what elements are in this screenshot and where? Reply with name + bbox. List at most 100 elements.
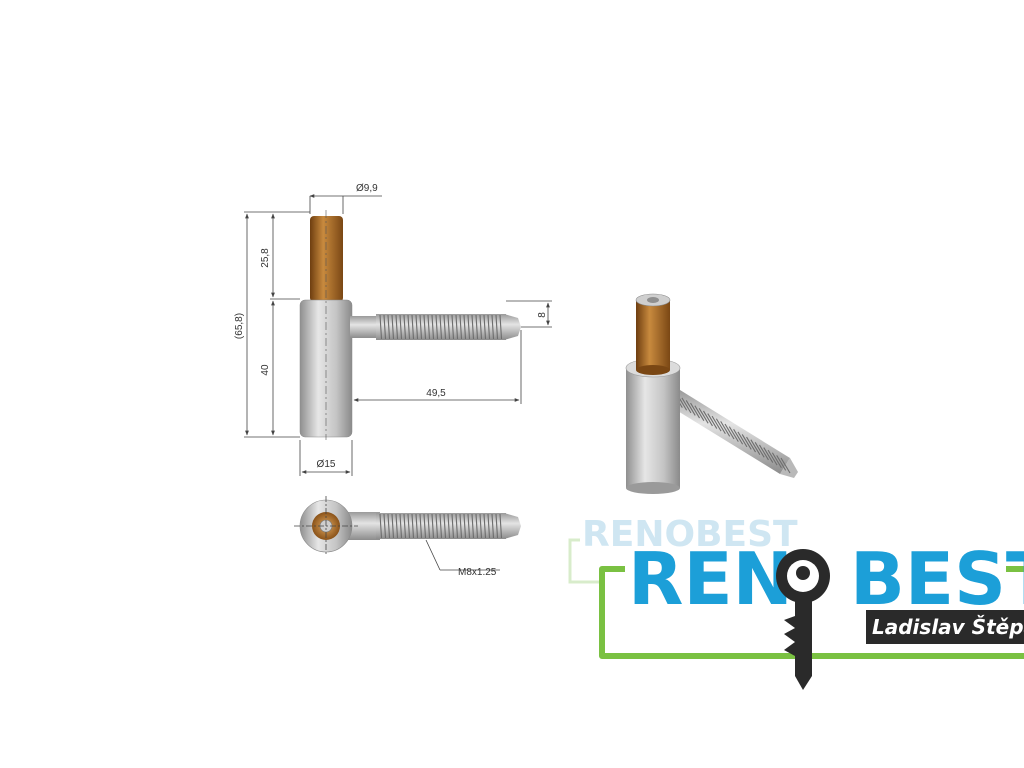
thread-stripe (407, 513, 411, 539)
thread-stripe (698, 408, 709, 424)
thread-stripe (383, 314, 387, 340)
thread-stripe (439, 314, 443, 340)
thread-stripe (487, 513, 491, 539)
thread-stripe (491, 513, 495, 539)
thread-stripe (415, 314, 419, 340)
bolt-tip (504, 314, 521, 340)
thread-stripe (419, 314, 423, 340)
thread-stripe (471, 314, 475, 340)
thread-stripe (479, 314, 483, 340)
owner-badge (866, 610, 1024, 644)
thread-stripe (399, 314, 403, 340)
thread-stripe (681, 397, 692, 414)
dim-total-length: (65,8) (234, 313, 245, 339)
thread-stripe (754, 442, 765, 458)
thread-stripe (435, 513, 439, 539)
thread-stripe (463, 314, 467, 340)
thread-stripe (495, 314, 499, 340)
thread-stripe (387, 314, 391, 340)
render-bolt-tip (780, 458, 798, 478)
thread-stripe (423, 314, 427, 340)
top-view (294, 496, 521, 556)
thread-stripe (483, 513, 487, 539)
thread-lines-3d (668, 389, 791, 474)
thread-stripe (395, 314, 399, 340)
thread-stripe (475, 513, 479, 539)
render-pin-hole (647, 297, 659, 303)
thread-stripe (459, 314, 463, 340)
thread-stripe (720, 421, 731, 437)
thread-stripe (403, 314, 407, 340)
thread-stripe (451, 513, 455, 539)
key-icon (776, 549, 830, 690)
thread-stripe (495, 513, 499, 539)
thread-stripe (463, 513, 467, 539)
ghost-wordmark: RENOBEST (582, 514, 798, 555)
thread-stripe (427, 513, 431, 539)
dim-pin-length: 25,8 (260, 248, 271, 268)
thread-stripe (451, 314, 455, 340)
thread-stripe (431, 513, 435, 539)
renobest-logo: RENOBEST REN BEST Ladislav Štěpán (568, 514, 1024, 690)
render-brass-pin (636, 300, 670, 370)
thread-stripe (407, 314, 411, 340)
thread-stripe (487, 314, 491, 340)
render-barrel (626, 368, 680, 488)
dim-barrel-diameter: Ø15 (317, 459, 336, 470)
top-bolt-tip (504, 513, 521, 539)
dim-thread-spec: M8x1.25 (458, 567, 497, 578)
thread-stripe (702, 410, 713, 427)
thread-stripe (776, 455, 787, 471)
green-frame (599, 566, 1024, 659)
thread-stripe (763, 447, 774, 463)
thread-stripe (771, 452, 782, 469)
thread-stripe (728, 426, 739, 442)
thread-stripe (767, 449, 778, 466)
thread-stripe (439, 513, 443, 539)
thread-stripe (471, 513, 475, 539)
thread-stripe (467, 513, 471, 539)
thread-stripe (758, 444, 769, 461)
thread-stripe (447, 513, 451, 539)
thread-stripe (455, 314, 459, 340)
render-brass-pin-base (636, 365, 670, 375)
thread-stripe (443, 314, 447, 340)
thread-stripe (419, 513, 423, 539)
thread-stripe (455, 513, 459, 539)
thread-stripe (707, 413, 718, 429)
thread-stripe (694, 405, 705, 421)
dim-thread-diameter: 8 (537, 312, 548, 318)
dimension-lines (244, 194, 552, 571)
wordmark-right: BEST (850, 537, 1024, 621)
thread-stripe (733, 428, 744, 445)
thread-stripe (423, 513, 427, 539)
thread-stripe (685, 400, 696, 416)
thread-stripe (741, 434, 752, 450)
dim-thread-length: 49,5 (426, 388, 446, 399)
ghost-frame (568, 538, 600, 584)
steel-barrel (299, 299, 353, 438)
thread-stripe (690, 402, 701, 419)
thread-lines-front (379, 314, 503, 340)
thread-stripe (431, 314, 435, 340)
thread-lines-top (379, 513, 503, 539)
thread-stripe (403, 513, 407, 539)
thread-stripe (387, 513, 391, 539)
thread-stripe (483, 314, 487, 340)
thread-stripe (391, 513, 395, 539)
brass-pin (310, 216, 343, 302)
dim-barrel-length: 40 (260, 364, 271, 376)
thread-stripe (724, 423, 735, 440)
thread-neck (350, 316, 378, 338)
thread-stripe (737, 431, 748, 448)
thread-stripe (395, 513, 399, 539)
thread-stripe (499, 314, 503, 340)
thread-stripe (491, 314, 495, 340)
thread-stripe (711, 415, 722, 432)
wordmark-left: REN (628, 537, 793, 621)
thread-stripe (391, 314, 395, 340)
dim-pin-diameter: Ø9,9 (356, 183, 378, 194)
thread-stripe (780, 457, 791, 474)
owner-name: Ladislav Štěpán (872, 615, 1024, 639)
